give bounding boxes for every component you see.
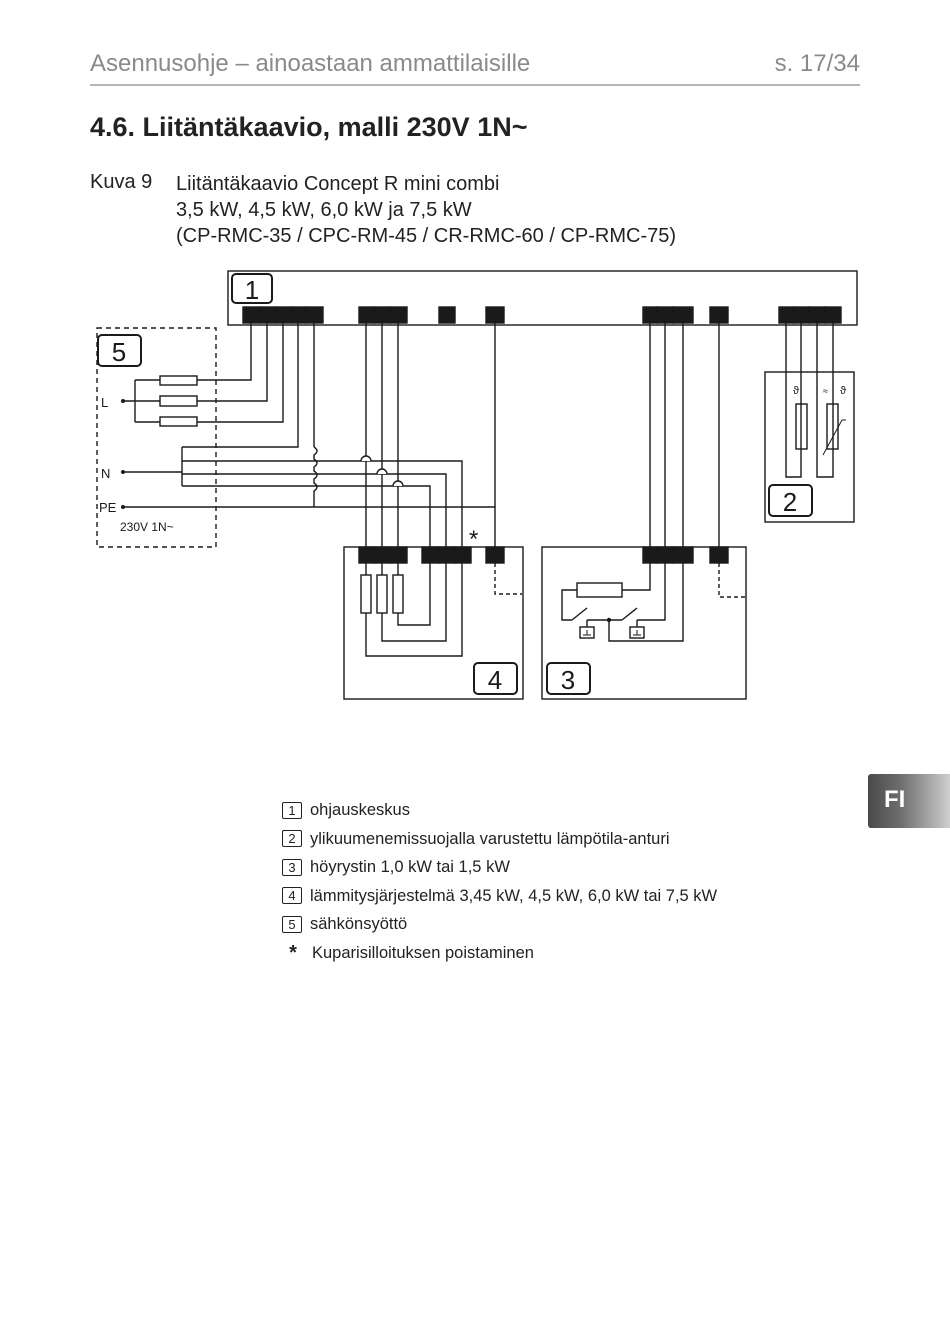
heater-terminal-nu: Nu bbox=[457, 551, 469, 561]
legend-text: höyrystin 1,0 kW tai 1,5 kW bbox=[310, 858, 510, 877]
wiring-diagram: 1 L1 L2 L3 N U V W N N V1 Wm r r w w 5 L… bbox=[96, 270, 858, 700]
legend-item: 1 ohjauskeskus bbox=[282, 796, 717, 825]
controller-box bbox=[227, 270, 858, 326]
thermo-icon: ϑ bbox=[793, 385, 799, 397]
legend: 1 ohjauskeskus 2 ylikuumenemissuojalla v… bbox=[282, 796, 717, 967]
terminal-wm: Wm bbox=[675, 311, 691, 321]
figure-caption: Liitäntäkaavio Concept R mini combi 3,5 … bbox=[176, 171, 676, 249]
box-number-3-frame bbox=[546, 662, 591, 695]
legend-text: ohjauskeskus bbox=[310, 801, 410, 820]
terminal-w-2: w bbox=[828, 310, 837, 322]
header-divider bbox=[90, 84, 860, 86]
terminal-v1: V1 bbox=[658, 310, 671, 322]
header-title: Asennusohje – ainoastaan ammattilaisille bbox=[90, 50, 531, 77]
terminal-l3: L3 bbox=[277, 310, 289, 322]
caption-line-1: Liitäntäkaavio Concept R mini combi bbox=[176, 173, 500, 195]
terminal-l1: L1 bbox=[245, 310, 257, 322]
legend-note-text: Kuparisilloituksen poistaminen bbox=[312, 943, 534, 962]
asterisk-icon: * bbox=[289, 941, 297, 964]
label-l: L bbox=[101, 395, 108, 410]
label-voltage: 230V 1N~ bbox=[120, 520, 174, 534]
box-number-2: 2 bbox=[783, 487, 797, 517]
sensor-box bbox=[764, 371, 855, 523]
figure-label: Kuva 9 bbox=[90, 171, 153, 193]
legend-note: * Kuparisilloituksen poistaminen bbox=[282, 939, 717, 968]
section-title: 4.6. Liitäntäkaavio, malli 230V 1N~ bbox=[90, 112, 528, 142]
steamer-terminal-u1: U1 bbox=[658, 550, 672, 562]
legend-item: 2 ylikuumenemissuojalla varustettu lämpö… bbox=[282, 825, 717, 854]
terminal-r-1: r bbox=[784, 310, 788, 322]
terminal-v: V bbox=[378, 310, 386, 322]
controller-terminals: L1 L2 L3 N U V W N N V1 Wm r r w w bbox=[242, 306, 842, 324]
terminal-r-2: r bbox=[799, 310, 803, 322]
caption-line-3: (CP-RMC-35 / CPC-RM-45 / CR-RMC-60 / CP-… bbox=[176, 225, 677, 247]
legend-text: lämmitysjärjestelmä 3,45 kW, 4,5 kW, 6,0… bbox=[310, 886, 718, 905]
page-number: s. 17/34 bbox=[774, 50, 860, 77]
ground-icon bbox=[713, 550, 725, 562]
asterisk-mark: * bbox=[469, 526, 478, 553]
label-n: N bbox=[101, 466, 110, 481]
legend-number: 1 bbox=[282, 801, 302, 819]
terminal-w: W bbox=[393, 310, 404, 322]
heating-elements bbox=[360, 563, 463, 657]
box-number-1-frame bbox=[231, 273, 273, 304]
heater-terminal-nv: Nv bbox=[442, 551, 453, 561]
legend-text: ylikuumenemissuojalla varustettu lämpöti… bbox=[310, 829, 670, 848]
power-supply-box bbox=[96, 327, 217, 548]
legend-number: 5 bbox=[282, 915, 302, 933]
fuses bbox=[123, 323, 284, 427]
ground-icon bbox=[309, 310, 725, 322]
box-number-2-frame bbox=[768, 484, 813, 517]
language-tab-label: FI bbox=[884, 786, 906, 813]
steamer-terminal-wm: WM bbox=[675, 551, 691, 561]
language-tab: FI bbox=[868, 774, 950, 828]
legend-item: 4 lämmitysjärjestelmä 3,45 kW, 4,5 kW, 6… bbox=[282, 882, 717, 911]
legend-number: 2 bbox=[282, 830, 302, 848]
ground-icon bbox=[489, 550, 501, 562]
legend-item: 5 sähkönsyöttö bbox=[282, 910, 717, 939]
box-number-3: 3 bbox=[561, 665, 575, 695]
heat-icon: ≈ bbox=[823, 386, 828, 396]
terminal-n-2: N bbox=[443, 310, 451, 322]
box-number-5: 5 bbox=[112, 337, 126, 367]
heater-terminal-nw: Nw bbox=[424, 551, 437, 561]
box-number-1: 1 bbox=[245, 275, 259, 305]
terminal-l2: L2 bbox=[261, 310, 273, 322]
legend-number: 4 bbox=[282, 887, 302, 905]
terminal-u: U bbox=[362, 310, 370, 322]
box-number-4: 4 bbox=[488, 665, 502, 695]
steamer-terminal-n: N bbox=[646, 550, 654, 562]
terminal-n-3: N bbox=[646, 310, 654, 322]
terminal-w-1: w bbox=[812, 310, 821, 322]
box-number-4-frame bbox=[473, 662, 518, 695]
legend-number: 3 bbox=[282, 858, 302, 876]
heater-terminal-v: V bbox=[378, 550, 386, 562]
terminal-n: N bbox=[294, 310, 302, 322]
box-number-5-frame bbox=[97, 334, 142, 367]
heater-terminal-u: U bbox=[362, 550, 370, 562]
heater-terminal-w: W bbox=[393, 550, 404, 562]
steamer-circuit bbox=[561, 563, 684, 642]
thermo-icon: ϑ bbox=[840, 385, 846, 397]
legend-text: sähkönsyöttö bbox=[310, 915, 408, 934]
label-pe: PE bbox=[99, 500, 117, 515]
caption-line-2: 3,5 kW, 4,5 kW, 6,0 kW ja 7,5 kW bbox=[176, 199, 472, 221]
legend-item: 3 höyrystin 1,0 kW tai 1,5 kW bbox=[282, 853, 717, 882]
